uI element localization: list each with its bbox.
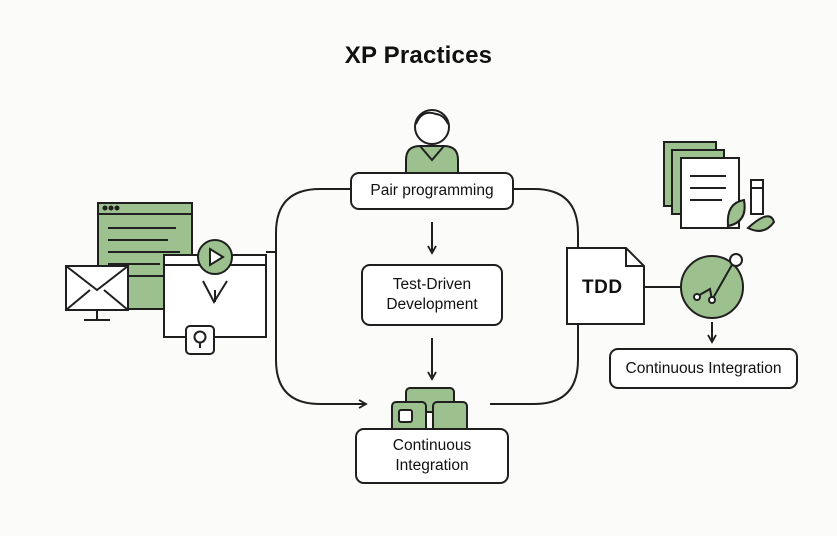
tdd-node-line2: Development: [386, 296, 478, 313]
chart-line-icon: [680, 253, 744, 319]
pair-programming-label: Pair programming: [370, 182, 494, 199]
monitor-play-icon: [163, 239, 267, 338]
tdd-node-line1: Test-Driven: [392, 276, 472, 293]
envelope-icon: [65, 265, 129, 321]
documents-pencil-icon: [663, 141, 776, 232]
loop-right-connector: [490, 188, 579, 405]
continuous-integration-node: Continuous Integration: [355, 428, 509, 484]
ci-node-line1: Continuous: [392, 437, 472, 454]
diagram-title: XP Practices: [344, 42, 493, 69]
pair-programming-node: Pair programming: [350, 172, 514, 210]
blocks-icon: [391, 387, 468, 433]
test-driven-development-node: Test-Driven Development: [361, 264, 503, 326]
lightbulb-icon: [185, 325, 215, 355]
ci-right-label: Continuous Integration: [625, 359, 782, 377]
ci-node-line2: Integration: [395, 457, 469, 474]
person-icon: [405, 109, 459, 174]
tdd-document-label: TDD: [582, 277, 623, 298]
continuous-integration-right-node: Continuous Integration: [609, 348, 798, 389]
loop-left-connector: [275, 188, 368, 409]
tdd-document-shape: [566, 247, 645, 325]
